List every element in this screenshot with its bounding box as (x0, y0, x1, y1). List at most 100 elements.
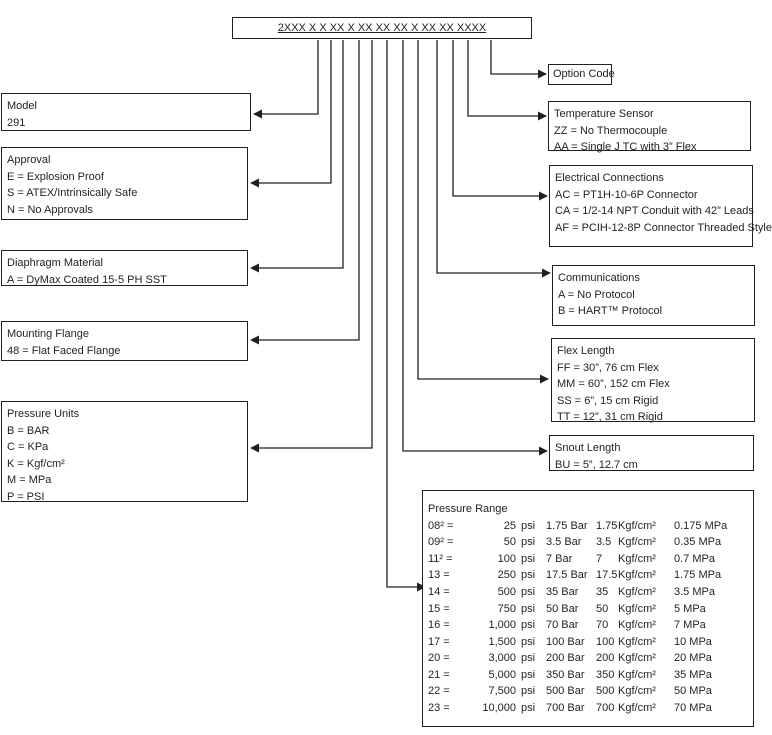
pressure-range-cell: 50 MPa (674, 685, 712, 698)
pressure-range-cell: psi (521, 536, 536, 549)
pressure-range-cell: psi (521, 602, 536, 615)
pressure-range-cell: 350 (596, 668, 615, 681)
pressure-range-cell: 3.5 (596, 536, 612, 549)
wire-comms (436, 40, 551, 278)
wire-model (253, 40, 319, 119)
option-box: Option Code (548, 64, 615, 85)
pressure-range-cell: psi (521, 619, 536, 632)
pressure-range-cell: psi (521, 702, 536, 715)
wire-diaphragm (250, 40, 344, 273)
temp-box: Temperature Sensor ZZ = No Thermocouple … (548, 101, 751, 153)
temp-title: Temperature Sensor (554, 108, 654, 120)
pressure-range-cell: psi (521, 635, 536, 648)
pressure-range-cell: Kgf/cm² (618, 685, 656, 698)
pressure-range-cell: psi (521, 685, 536, 698)
units-line: K = Kgf/cm² (7, 457, 65, 470)
wire-mounting (250, 40, 360, 345)
electrical-box: Electrical Connections AC = PT1H-10-6P C… (549, 165, 772, 247)
mounting-line: 48 = Flat Faced Flange (7, 344, 121, 357)
pressure-range-cell: Kgf/cm² (618, 519, 656, 532)
pressure-range-cell: 7 (596, 552, 603, 565)
pressure-range-cell: 25 (503, 519, 516, 532)
comms-line: A = No Protocol (558, 288, 635, 301)
pressure-range-cell: 21 = (428, 668, 450, 681)
wire-snout (402, 40, 548, 456)
pressure-range-cell: 17.5 Bar (546, 569, 588, 582)
pressure-range-cell: psi (521, 668, 536, 681)
pressure-range-cell: 7 Bar (546, 552, 573, 565)
pressure-range-cell: 08² = (428, 519, 454, 532)
pressure-range-cell: psi (521, 585, 536, 598)
model-title: Model (7, 100, 37, 112)
pressure-range-cell: 100 Bar (546, 635, 585, 648)
diaphragm-box: Diaphragm Material A = DyMax Coated 15-5… (1, 250, 248, 286)
pressure-range-cell: 700 Bar (546, 702, 585, 715)
pressure-range-cell: 750 (497, 602, 516, 615)
snout-box: Snout Length BU = 5”, 12.7 cm (549, 435, 754, 471)
pressure-range-cell: 250 (497, 569, 516, 582)
approval-line: E = Explosion Proof (7, 170, 104, 183)
wire-option (490, 40, 547, 79)
comms-title: Communications (558, 272, 640, 284)
pressure-range-cell: 200 Bar (546, 652, 585, 665)
pressure-range-cell: 35 Bar (546, 585, 579, 598)
snout-title: Snout Length (555, 442, 621, 454)
mounting-title: Mounting Flange (7, 328, 89, 340)
pressure-range-cell: 0.35 MPa (674, 536, 722, 549)
diaphragm-title: Diaphragm Material (7, 257, 103, 269)
diaphragm-line: A = DyMax Coated 15-5 PH SST (7, 273, 167, 286)
pressure-range-cell: 7,500 (488, 685, 516, 698)
pressure-range-cell: 700 (596, 702, 615, 715)
pressure-range-cell: 50 (596, 602, 609, 615)
pressure-range-cell: 5 MPa (674, 602, 706, 615)
wire-units (250, 40, 373, 453)
units-line: C = KPa (7, 441, 49, 453)
pressure-range-cell: 3.5 Bar (546, 536, 582, 549)
flex-box: Flex Length FF = 30”, 76 cm Flex MM = 60… (551, 338, 755, 423)
pressure-range-cell: 14 = (428, 585, 450, 598)
model-code: 2XXX X X XX X XX XX XX X XX XX XXXX (277, 22, 487, 34)
flex-line: FF = 30”, 76 cm Flex (557, 361, 659, 374)
pressure-range-cell: 1.75 Bar (546, 519, 588, 532)
pressure-range-cell: Kgf/cm² (618, 635, 656, 648)
pressure-range-cell: 50 Bar (546, 602, 579, 615)
pressure-range-cell: psi (521, 652, 536, 665)
pressure-range-cell: Kgf/cm² (618, 569, 656, 582)
option-title: Option Code (553, 68, 615, 80)
pressure-range-cell: 200 (596, 652, 615, 665)
pressure-range-cell: 1,500 (488, 635, 516, 648)
snout-line: BU = 5”, 12.7 cm (555, 458, 638, 471)
pressure-range-cell: Kgf/cm² (618, 602, 656, 615)
units-line: M = MPa (7, 474, 52, 486)
model-line: 291 (7, 116, 26, 129)
model-code-box: 2XXX X X XX X XX XX XX X XX XX XXXX (232, 17, 532, 39)
pressure-range-cell: 17.5 (596, 569, 618, 582)
wire-temp (467, 40, 547, 121)
pressure-range-cell: Kgf/cm² (618, 652, 656, 665)
comms-box: Communications A = No Protocol B = HART™… (552, 265, 755, 326)
pressure-range-cell: 35 (596, 585, 609, 598)
pressure-range-cell: Kgf/cm² (618, 552, 656, 565)
pressure-range-cell: 500 (596, 685, 615, 698)
pressure-range-cell: 23 = (428, 702, 450, 715)
flex-line: TT = 12”, 31 cm Rigid (557, 411, 663, 423)
electrical-line: AF = PCIH-12-8P Connector Threaded Style (555, 221, 772, 234)
temp-line: ZZ = No Thermocouple (554, 124, 668, 137)
pressure-range-cell: 500 Bar (546, 685, 585, 698)
pressure-range-cell: 350 Bar (546, 668, 585, 681)
pressure-range-cell: 5,000 (488, 668, 516, 681)
pressure-range-cell: 500 (497, 585, 516, 598)
pressure-range-cell: 3,000 (488, 652, 516, 665)
pressure-range-cell: 35 MPa (674, 668, 712, 681)
approval-title: Approval (7, 154, 51, 166)
approval-line: N = No Approvals (7, 203, 93, 216)
pressure-range-cell: 09² = (428, 536, 454, 549)
